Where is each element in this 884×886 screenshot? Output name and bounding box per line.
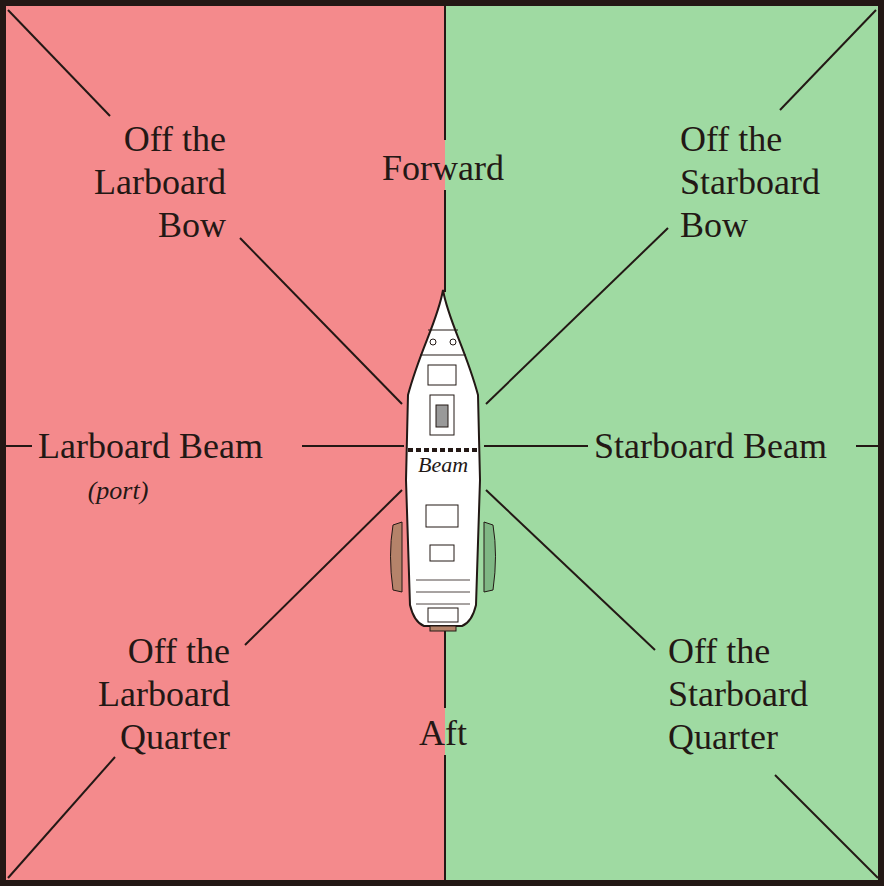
larboard-half <box>0 0 445 886</box>
bearing-label: Starboard Beam <box>594 425 827 468</box>
bearing-lines <box>6 0 878 886</box>
ship-label: Beam <box>416 452 470 478</box>
starboard-half <box>445 0 884 886</box>
bearing-label: Aft <box>419 712 467 755</box>
bearing-label: Off the Larboard Quarter <box>60 630 230 759</box>
bearing-label: Off the Larboard Bow <box>66 118 226 247</box>
note-label: (port) <box>88 475 149 506</box>
bearing-label: Off the Starboard Bow <box>680 118 850 247</box>
bearing-label: Off the Starboard Quarter <box>668 630 838 759</box>
bearing-label: Forward <box>382 147 504 190</box>
ship-illustration <box>391 290 496 631</box>
frame-border <box>3 3 881 883</box>
bearing-label: Larboard Beam <box>38 425 263 468</box>
